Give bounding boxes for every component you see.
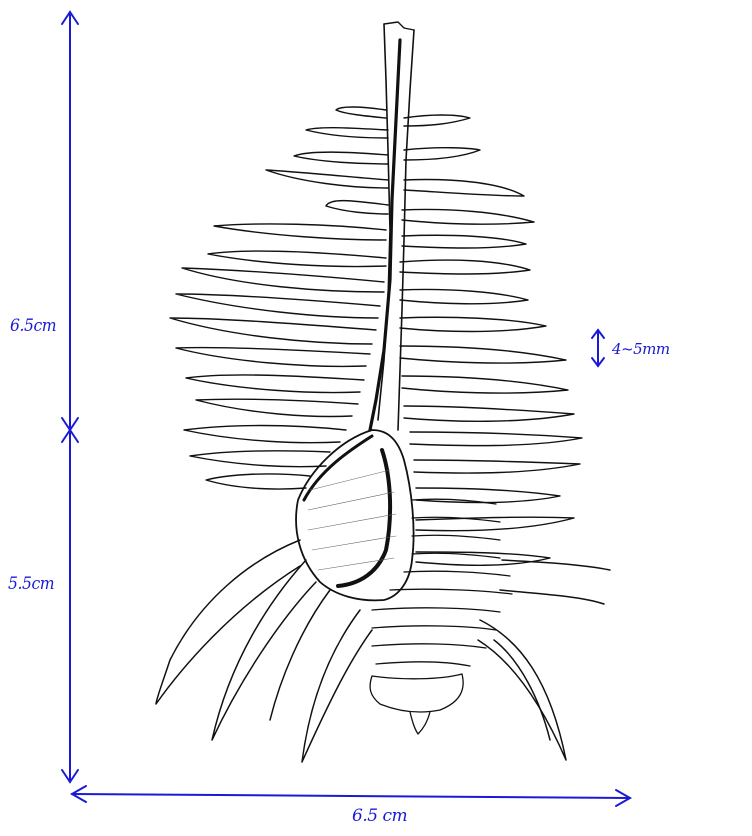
shell-aperture <box>295 429 415 602</box>
width-dimension <box>69 785 633 807</box>
siphonal-canal <box>368 21 415 432</box>
shell-illustration <box>155 21 611 763</box>
spine-spacing-label: 4~5mm <box>612 340 670 358</box>
height-dimension-lower <box>61 428 79 784</box>
height-dimension-upper <box>61 10 79 432</box>
body-whorl-ribs <box>371 498 513 667</box>
spine-spacing-dimension <box>591 328 605 368</box>
lower-height-label: 5.5cm <box>8 574 55 594</box>
shell-apex <box>369 673 464 735</box>
width-label: 6.5 cm <box>352 806 408 826</box>
spines-right <box>399 114 583 566</box>
dimension-lines <box>61 10 633 807</box>
spines-left <box>169 106 389 490</box>
upper-height-label: 6.5cm <box>10 316 57 336</box>
spines-lower <box>155 539 611 763</box>
